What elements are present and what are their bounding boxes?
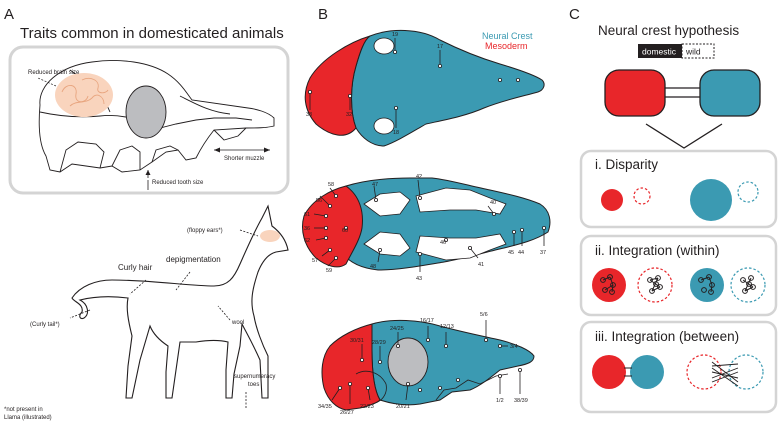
panel-c: C Neural crest hypothesis domestic wild …: [569, 6, 778, 414]
ventral-number-43: 43: [416, 276, 422, 282]
ventral-skull: [302, 177, 551, 271]
between-cross-lines: [711, 361, 739, 387]
panel-c-letter: C: [569, 6, 580, 23]
lateral-number-26-27: 26/27: [340, 410, 354, 416]
within-wild-blue: [730, 267, 766, 303]
within-domestic-blue: [690, 268, 724, 302]
integration-between-title: iii. Integration (between): [595, 329, 739, 344]
legend-neural-crest: Neural Crest: [482, 31, 533, 41]
brain-label: Reduced brain size: [28, 70, 80, 76]
within-wild-red: [637, 267, 673, 303]
muzzle-label: Shorter muzzle: [224, 156, 265, 162]
domestic-legend-box: [638, 44, 682, 58]
ventral-number-48: 48: [370, 264, 376, 270]
integration-between-box: [579, 320, 778, 414]
disparity-title: i. Disparity: [595, 157, 658, 172]
ventral-number-62: 62: [304, 238, 310, 244]
orbit: [125, 85, 167, 139]
lateral-skull: [321, 319, 535, 411]
wild-legend-label: wild: [685, 47, 701, 57]
ventral-number-59: 59: [326, 268, 332, 274]
legend-mesoderm: Mesoderm: [485, 41, 528, 51]
lateral-number-28-29: 28/29: [372, 340, 386, 346]
lateral-number-20-21: 20/21: [396, 404, 410, 410]
domestic-legend-label: domestic: [642, 47, 677, 57]
dorsal-number-33: 33: [306, 112, 312, 118]
disparity-domestic-red: [601, 189, 623, 211]
within-domestic-red: [592, 268, 626, 302]
dorsal-skull: [304, 29, 545, 147]
curly-hair-label: Curly hair: [118, 263, 153, 272]
curly-tail-label: (Curly tail*): [30, 322, 60, 328]
panel-b-letter: B: [318, 6, 328, 23]
footnote-line-2: Llama (illustrated): [4, 415, 52, 421]
branch-lines: [645, 123, 723, 149]
within-node-clusters: [600, 274, 756, 295]
dorsal-number-32: 32: [346, 112, 352, 118]
ventral-number-45: 45: [508, 250, 514, 256]
lateral-number-38-39: 38/39: [514, 398, 528, 404]
panel-a-letter: A: [4, 6, 14, 23]
dorsal-number-17: 17: [437, 44, 443, 50]
ventral-number-41: 41: [478, 262, 484, 268]
disparity-wild-red: [633, 187, 651, 205]
integration-within-box: [579, 234, 778, 317]
ventral-number-44: 44: [518, 250, 524, 256]
lateral-number-22-23: 22/23: [360, 404, 374, 410]
disparity-wild-blue: [737, 181, 759, 203]
lateral-number-24-25: 24/25: [390, 326, 404, 332]
ventral-number-61: 61: [304, 212, 310, 218]
neural-crest-module: [699, 69, 761, 117]
wild-legend-box: [681, 43, 715, 59]
lateral-number-3-4: 3/4: [510, 344, 518, 350]
lateral-number-5-6: 5/6: [480, 312, 488, 318]
ventral-number-57: 57: [312, 258, 318, 264]
wool-label: wool: [231, 320, 244, 326]
floppy-ears-label: (floppy ears*): [187, 228, 223, 234]
ventral-number-42: 42: [416, 174, 422, 180]
tooth-label: Reduced tooth size: [152, 180, 204, 186]
lateral-number-1-2: 1/2: [496, 398, 504, 404]
ventral-number-47: 47: [372, 182, 378, 188]
ventral-number-60: 60: [342, 228, 348, 234]
supernumerary-label-2: toes: [248, 382, 259, 388]
ventral-numbers: 58 56 47 42 40 61 36 60 62 46 57 59 48 4…: [304, 174, 546, 282]
panel-c-title: Neural crest hypothesis: [598, 23, 739, 38]
integration-within-title: ii. Integration (within): [595, 243, 720, 258]
ventral-number-58: 58: [328, 182, 334, 188]
panel-a-title: Traits common in domesticated animals: [20, 25, 284, 42]
lateral-number-16-17: 16/17: [420, 318, 434, 324]
ventral-markers: [313, 179, 547, 272]
between-domestic-red: [592, 355, 626, 389]
disparity-domestic-blue: [690, 179, 732, 221]
llama-illustration: [71, 204, 289, 399]
between-wild-red: [686, 354, 722, 390]
lateral-markers: [331, 320, 523, 404]
lateral-numbers: 16/17 12/13 5/6 24/25 30/31 28/29 3/4 34…: [318, 312, 528, 416]
footnote-line-1: *not present in: [4, 407, 43, 413]
between-wild-blue: [728, 354, 764, 390]
dorsal-numbers: 19 17 33 32 18: [306, 32, 443, 136]
between-domestic-blue: [630, 355, 664, 389]
supernumerary-label-1: supernumeracy: [234, 374, 275, 380]
dorsal-markers: [307, 38, 521, 128]
mesoderm-module: [604, 69, 666, 117]
ventral-number-46: 46: [440, 240, 446, 246]
ventral-number-56: 56: [316, 198, 322, 204]
lateral-number-30-31: 30/31: [350, 338, 364, 344]
panel-a: A Traits common in domesticated animals …: [4, 6, 290, 421]
dorsal-number-19: 19: [392, 32, 398, 38]
ventral-number-37: 37: [540, 250, 546, 256]
lateral-number-12-13: 12/13: [440, 324, 454, 330]
brain-folds: [61, 77, 109, 107]
panel-b: B Neural Crest Mesoderm 19 17 33 32 18: [302, 6, 551, 416]
dorsal-number-18: 18: [393, 130, 399, 136]
llama-leader-lines: [69, 229, 259, 408]
lateral-number-34-35: 34/35: [318, 404, 332, 410]
depigmentation-label: depigmentation: [166, 255, 221, 264]
ventral-number-40: 40: [490, 200, 496, 206]
ventral-number-36: 36: [304, 226, 310, 232]
